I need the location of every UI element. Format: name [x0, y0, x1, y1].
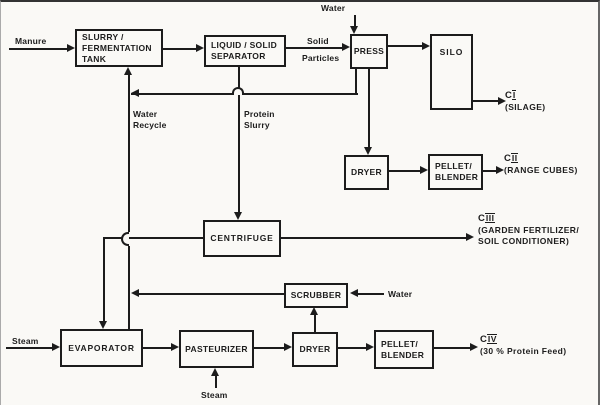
- label-manure: Manure: [15, 36, 47, 46]
- label-solid: Solid: [307, 36, 329, 46]
- arrow-press-dryer-icon: [364, 147, 372, 155]
- arrow-evaporator-pasteurizer-icon: [171, 343, 179, 351]
- line-tank-to-separator: [163, 48, 196, 50]
- label-particles: Particles: [302, 53, 340, 63]
- product-c1-code: CI: [505, 90, 517, 101]
- arrow-tank-separator-icon: [196, 44, 204, 52]
- node-pasteurizer: PASTEURIZER: [179, 330, 254, 368]
- line-pellet-bottom-to-c4: [434, 347, 470, 349]
- line-press-recycle-drop: [355, 69, 357, 95]
- hop-riser-over-centrifuge-line: [121, 232, 129, 246]
- line-press-water-recycle-b: [244, 93, 358, 95]
- arrow-centrifuge-evaporator-icon: [99, 321, 107, 329]
- arrow-centrifuge-c3-icon: [466, 233, 474, 241]
- label-steam-bottom: Steam: [201, 390, 228, 400]
- product-c3: CIII (GARDEN FERTILIZER/ SOIL CONDITIONE…: [478, 213, 579, 247]
- line-centrifuge-left: [103, 237, 203, 239]
- line-press-water-recycle-a: [131, 93, 232, 95]
- line-pellet-top-to-c2: [483, 170, 496, 172]
- arrow-water-scrubber-icon: [350, 289, 358, 297]
- arrow-press-silo-icon: [422, 42, 430, 50]
- label-water-recycle: Water Recycle: [133, 109, 167, 130]
- line-silo-to-c1: [473, 100, 498, 102]
- node-press: PRESS: [350, 34, 388, 69]
- line-centrifuge-to-evaporator: [103, 237, 105, 321]
- line-press-to-dryer: [368, 69, 370, 147]
- product-c2-code: CII: [504, 153, 519, 164]
- product-c2: CII (RANGE CUBES): [504, 153, 578, 176]
- line-water-recycle-riser-bottom: [128, 246, 130, 330]
- arrow-steam-pasteurizer-icon: [211, 368, 219, 376]
- product-c1: CI (SILAGE): [505, 90, 546, 113]
- arrow-dryer-pellet-bottom-icon: [366, 343, 374, 351]
- product-c1-desc: (SILAGE): [505, 102, 546, 112]
- hop-recycle-over-protein-slurry: [232, 87, 244, 95]
- arrow-water-press-icon: [350, 26, 358, 34]
- label-water-top: Water: [321, 3, 346, 13]
- node-centrifuge: CENTRIFUGE: [203, 220, 281, 257]
- arrow-silo-c1-icon: [498, 97, 506, 105]
- node-pellet-blender-bottom: PELLET/ BLENDER: [374, 330, 434, 369]
- line-evaporator-to-pasteurizer: [143, 347, 171, 349]
- label-protein-slurry: Protein Slurry: [244, 109, 275, 130]
- product-c4-desc: (30 % Protein Feed): [480, 346, 567, 356]
- line-dryer-to-pellet-top: [389, 170, 420, 172]
- node-scrubber: SCRUBBER: [284, 283, 348, 308]
- arrow-pasteurizer-dryer-icon: [284, 343, 292, 351]
- arrow-scrubber-into-riser-icon: [131, 289, 139, 297]
- arrow-recycle-into-riser-icon: [131, 89, 139, 97]
- product-c4-code: CIV: [480, 334, 498, 345]
- line-manure-to-tank: [9, 48, 67, 50]
- line-press-to-silo: [388, 45, 422, 47]
- product-c3-code: CIII: [478, 213, 495, 224]
- line-centrifuge-to-c3: [281, 237, 466, 239]
- label-steam-left: Steam: [12, 336, 39, 346]
- node-dryer-bottom: DRYER: [292, 332, 338, 367]
- label-water-scrubber: Water: [388, 289, 413, 299]
- line-steam-to-pasteurizer: [215, 376, 217, 388]
- product-c3-desc: (GARDEN FERTILIZER/ SOIL CONDITIONER): [478, 225, 580, 246]
- line-steam-to-evaporator: [6, 347, 52, 349]
- node-evaporator: EVAPORATOR: [60, 329, 143, 367]
- arrow-dryer-pellet-top-icon: [420, 166, 428, 174]
- arrow-pellet-c2-icon: [496, 166, 504, 174]
- node-pellet-blender-top: PELLET/ BLENDER: [428, 154, 483, 190]
- arrow-separator-press-icon: [342, 43, 350, 51]
- line-water-to-press: [354, 15, 356, 26]
- line-water-recycle-riser-top: [128, 75, 130, 232]
- arrow-manure-icon: [67, 44, 75, 52]
- arrow-steam-evaporator-icon: [52, 343, 60, 351]
- line-scrubber-to-riser: [139, 293, 284, 295]
- node-slurry-fermentation-tank: SLURRY / FERMENTATION TANK: [75, 29, 163, 67]
- line-separator-to-press: [286, 47, 342, 49]
- node-silo: SILO: [430, 34, 473, 110]
- arrow-slurry-centrifuge-icon: [234, 212, 242, 220]
- line-water-to-scrubber: [358, 293, 384, 295]
- arrow-pellet-c4-icon: [470, 343, 478, 351]
- line-pasteurizer-to-dryer: [254, 347, 284, 349]
- node-dryer-top: DRYER: [344, 155, 389, 190]
- line-dryer-to-scrubber: [314, 315, 316, 332]
- line-protein-slurry: [238, 67, 240, 212]
- product-c4: CIV (30 % Protein Feed): [480, 334, 566, 357]
- node-liquid-solid-separator: LIQUID / SOLID SEPARATOR: [204, 35, 286, 67]
- arrow-dryer-scrubber-icon: [310, 307, 318, 315]
- arrow-riser-into-tank-icon: [124, 67, 132, 75]
- line-dryer-to-pellet-bottom: [338, 347, 366, 349]
- product-c2-desc: (RANGE CUBES): [504, 165, 578, 175]
